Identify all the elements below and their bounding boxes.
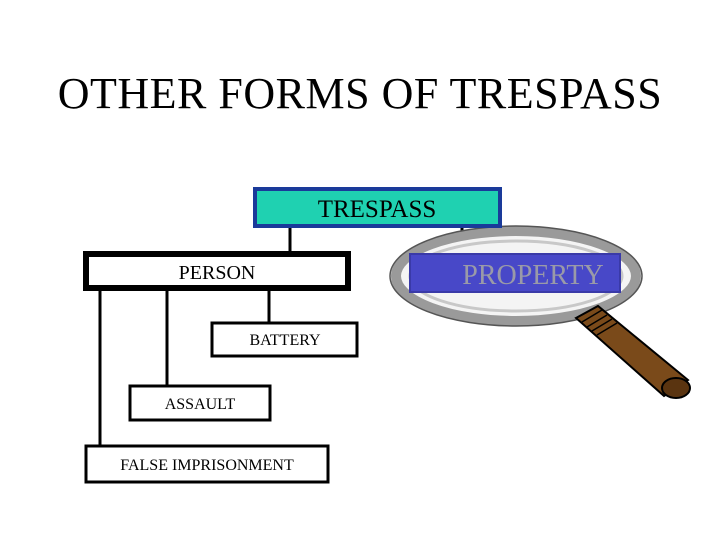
node-battery-box: [210, 321, 359, 358]
node-person-box: [83, 251, 351, 291]
node-trespass: TRESPASS: [253, 187, 502, 228]
node-property: PROPERTY: [409, 253, 621, 293]
magnifier-outer-edge: [389, 225, 643, 327]
node-false-imprisonment-box: [84, 444, 330, 484]
node-battery: BATTERY: [210, 321, 359, 358]
node-false-imprisonment-label: FALSE IMPRISONMENT: [120, 457, 294, 474]
magnifier-handle-shaft: [574, 304, 690, 398]
node-false-imprisonment: FALSE IMPRISONMENT: [84, 444, 330, 484]
node-trespass-box: [253, 187, 502, 228]
node-battery-label: BATTERY: [249, 332, 321, 349]
magnifier-handle: [574, 304, 691, 399]
node-trespass-label: TRESPASS: [318, 196, 437, 223]
node-assault: ASSAULT: [128, 384, 272, 422]
node-person-label: PERSON: [179, 262, 256, 284]
slide-title: OTHER FORMS OF TRESPASS: [57, 69, 663, 118]
node-property-label: PROPERTY: [462, 260, 603, 291]
node-assault-label: ASSAULT: [165, 396, 236, 413]
node-property-box: [409, 253, 621, 293]
node-assault-box: [128, 384, 272, 422]
magnifier-handle-end: [661, 377, 691, 399]
node-person: PERSON: [83, 251, 351, 291]
